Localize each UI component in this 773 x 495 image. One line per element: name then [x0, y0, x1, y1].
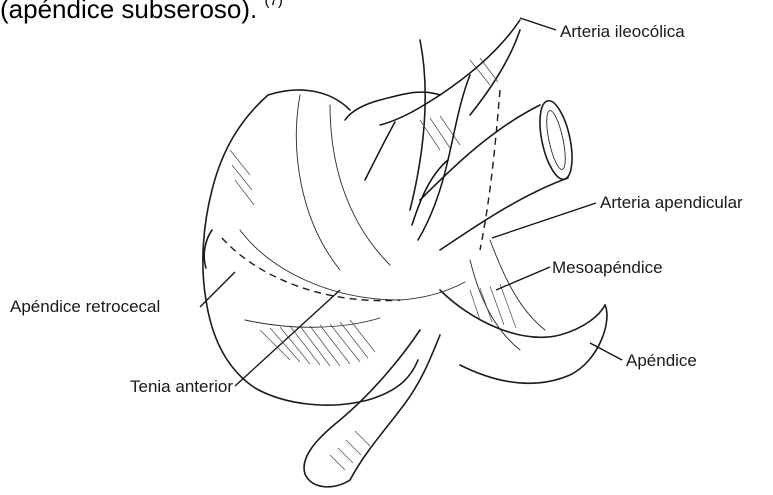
leader-tenia-anterior	[235, 290, 340, 386]
retrocecal-appendix-dashed	[222, 238, 400, 301]
leader-mesoapendice	[496, 267, 550, 290]
ileum-upper-edge	[420, 105, 540, 200]
ileum-opening	[534, 98, 578, 182]
ileocolic-artery	[345, 20, 520, 240]
lower-tube-hatching	[330, 431, 370, 470]
lower-tube-right	[350, 335, 440, 480]
label-mesoapendice: Mesoapéndice	[552, 258, 663, 278]
haustra-2	[330, 105, 390, 265]
mesoappendix-fold	[490, 240, 545, 330]
ileum-lumen	[543, 109, 569, 171]
cecum-top-outline	[268, 90, 350, 110]
haustra-3	[240, 230, 465, 300]
appendix-upper-edge	[440, 290, 605, 337]
haustra-1	[296, 95, 340, 270]
ileum-lower-edge	[440, 178, 568, 250]
mesoappendix-hatching	[470, 284, 516, 328]
label-apendice: Apéndice	[626, 351, 697, 371]
cecum-bulge	[204, 230, 212, 268]
label-arteria-ileocolica: Arteria ileocólica	[560, 22, 685, 42]
appendicular-artery-path	[480, 90, 500, 250]
label-apendice-retrocecal: Apéndice retrocecal	[10, 297, 160, 317]
appendix-lower-edge	[460, 305, 607, 383]
mesentery-fold-right	[470, 30, 520, 115]
leader-arteria-apendicular	[492, 203, 596, 238]
lower-tube-left	[304, 330, 420, 487]
haustra-4	[245, 318, 380, 327]
leader-arteria-ileocolica	[520, 18, 556, 30]
label-tenia-anterior: Tenia anterior	[130, 377, 233, 397]
label-arteria-apendicular: Arteria apendicular	[600, 193, 743, 213]
cecum-hatching	[230, 58, 498, 366]
mesoappendix-edge	[470, 260, 520, 350]
